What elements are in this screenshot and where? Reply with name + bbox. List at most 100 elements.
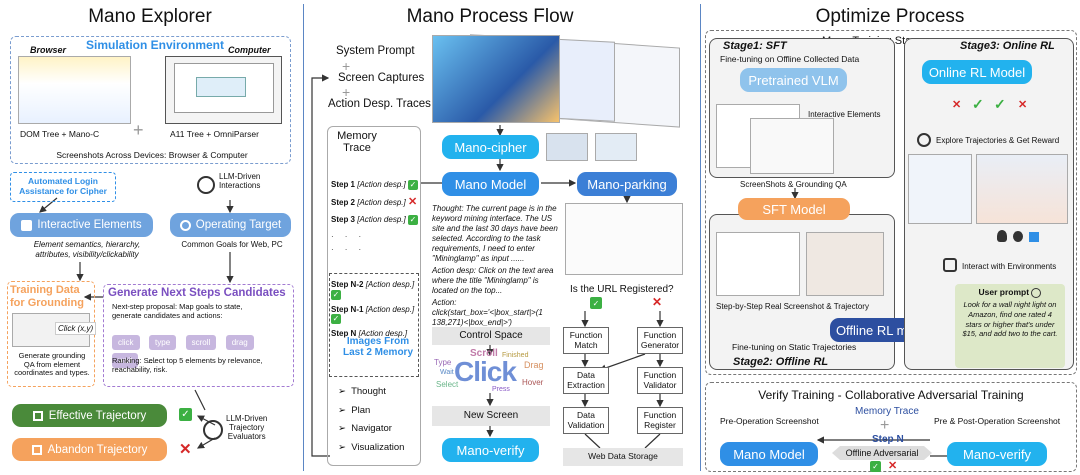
step-2-cross-icon: ✕ xyxy=(407,196,418,208)
offline-adversarial-arrow: Offline Adversarial xyxy=(832,446,932,460)
action-desp-text: Action desp: Click on the text area wher… xyxy=(432,266,554,295)
cloud-type: Type xyxy=(434,358,452,367)
step-3-action: [Action desp.] xyxy=(357,215,406,225)
interactive-elements-label: Interactive Elements xyxy=(37,219,142,231)
abandon-cross-icon: ✕ xyxy=(179,441,192,458)
stage1-title: Stage1: SFT xyxy=(723,40,787,52)
thought-text: Thought: The current page is in the keyw… xyxy=(432,204,558,263)
step-1-action: [Action desp.] xyxy=(357,180,406,190)
rl-check-icon-1: ✓ xyxy=(972,96,984,112)
operating-target-label: Operating Target xyxy=(195,219,282,231)
verify-mano-verify-pill: Mano-verify xyxy=(947,442,1047,466)
static-trajectories-label: Fine-tuning on Static Trajectories xyxy=(732,342,857,352)
verify-training-box xyxy=(705,382,1077,472)
verify-mano-model-pill: Mano Model xyxy=(720,442,818,466)
grounding-desc: Generate grounding QA from element coord… xyxy=(14,351,90,378)
chip-scroll: scroll xyxy=(185,335,217,350)
dom-tree-label: DOM Tree + Mano-C xyxy=(20,129,100,139)
mano-cipher-pill: Mano-cipher xyxy=(442,135,539,159)
stage2-screenshot-b xyxy=(806,232,884,296)
stage3-title: Stage3: Online RL xyxy=(960,40,1055,52)
browser-screenshot xyxy=(18,56,131,124)
new-screen-box: New Screen xyxy=(432,406,550,426)
control-space-box: Control Space xyxy=(432,327,550,345)
memory-trace-title: Memory Trace xyxy=(337,130,377,154)
input-action-traces: Action Desp. Traces xyxy=(328,98,431,110)
url-question: Is the URL Registered? xyxy=(570,284,674,295)
user-icon xyxy=(1031,287,1042,298)
next-steps-title: Generate Next Steps Candidates xyxy=(108,287,286,299)
mano-verify-pill: Mano-verify xyxy=(442,438,539,462)
list-navigator: Navigator xyxy=(351,423,392,434)
stage1-subtitle: Fine-tuning on Offline Collected Data xyxy=(720,54,860,64)
apple-icon xyxy=(1013,231,1023,242)
computer-label: Computer xyxy=(228,45,271,55)
verify-check-icon: ✓ xyxy=(870,461,881,472)
stage2-screenshot-a xyxy=(716,232,800,296)
abandon-label: Abandon Trajectory xyxy=(47,443,148,456)
url-no-cross-icon: ✕ xyxy=(652,295,663,309)
memory-steps-bottom: Step N-2 [Action desp.] ✓ Step N-1 [Acti… xyxy=(331,280,419,339)
divider-left xyxy=(303,4,304,471)
step-n1-check-icon: ✓ xyxy=(331,314,341,325)
verify-training-title: Verify Training - Collaborative Adversar… xyxy=(758,388,1024,402)
interactive-desc: Element semantics, hierarchy, attributes… xyxy=(33,240,141,260)
memory-trace-box xyxy=(327,126,421,466)
verify-cross-icon: ✕ xyxy=(888,460,898,472)
rl-check-icon-2: ✓ xyxy=(994,96,1006,112)
user-prompt-text: Look for a wall night light on Amazon, f… xyxy=(962,300,1058,339)
action-chips: click type scroll drag wait ... xyxy=(112,332,292,368)
sft-model-pill: SFT Model xyxy=(738,198,850,220)
process-title: Mano Process Flow xyxy=(406,6,574,27)
step-2-action: [Action desp.] xyxy=(357,198,406,207)
plus-icon-2: + xyxy=(342,84,351,100)
cloud-click: Click xyxy=(454,356,517,387)
element-grid-icon xyxy=(21,219,33,231)
real-trajectory-label: Step-by-Step Real Screenshot & Trajector… xyxy=(716,302,869,311)
list-icon xyxy=(32,410,43,421)
grounding-qa-label: ScreenShots & Grounding QA xyxy=(740,180,847,189)
step-n2-label: Step N-2 xyxy=(331,280,364,289)
post-op-screenshot-label: Pre & Post-Operation Screenshot xyxy=(934,416,1061,426)
list-thought: Thought xyxy=(351,386,386,397)
cloud-finished: Finished xyxy=(502,352,529,359)
evaluators-label: LLM-Driven Trajectory Evaluators xyxy=(226,414,268,442)
function-validator-box: Function Validator xyxy=(637,367,683,394)
step-n1-action: [Action desp.] xyxy=(365,304,415,314)
memory-trace-label: Memory Trace xyxy=(855,406,919,417)
explorer-title: Mano Explorer xyxy=(88,6,212,27)
step-3-check-icon: ✓ xyxy=(407,215,418,226)
stage1-screenshot-b xyxy=(750,118,834,174)
stage2-title: Stage2: Offline RL xyxy=(733,356,829,368)
process-output-list: ➢ Thought ➢ Plan ➢ Navigator ➢ Visualiza… xyxy=(338,386,405,453)
chip-drag: drag xyxy=(225,335,254,350)
mano-model-pill: Mano Model xyxy=(442,172,539,196)
step-3-label: Step 3 xyxy=(331,215,356,225)
operating-target-pill: Operating Target xyxy=(170,213,291,237)
memory-steps-top: Step 1 [Action desp.] ✓ Step 2 [Action d… xyxy=(331,180,418,254)
cloud-wait: Wait xyxy=(440,369,454,376)
stage3-screenshot-b xyxy=(976,154,1068,224)
interact-env-label: Interact with Environments xyxy=(962,262,1057,271)
user-prompt-card: User prompt Look for a wall night light … xyxy=(955,284,1065,368)
stage3-screenshot-a xyxy=(908,154,972,224)
effective-check-icon: ✓ xyxy=(179,408,192,421)
thought-block: Thought: The current page is in the keyw… xyxy=(432,204,560,328)
cloud-hover: Hover xyxy=(522,378,544,387)
environment-icon xyxy=(943,258,957,272)
pre-op-screenshot-label: Pre-Operation Screenshot xyxy=(720,416,819,426)
step-1-label: Step 1 xyxy=(331,180,356,190)
abandon-trajectory-pill: Abandon Trajectory xyxy=(12,438,167,461)
data-extraction-box: Data Extraction xyxy=(563,367,609,394)
list-plan: Plan xyxy=(351,404,371,416)
simulation-environment-box xyxy=(10,36,291,164)
pretrained-vlm-pill: Pretrained VLM xyxy=(740,68,847,92)
training-data-title: Training Data for Grounding xyxy=(10,284,84,309)
sim-env-label: Simulation Environment xyxy=(85,38,224,52)
url-yes-check-icon: ✓ xyxy=(590,297,602,309)
cloud-scroll: Scroll xyxy=(470,348,498,359)
a11-tree-label: A11 Tree + OmniParser xyxy=(170,129,259,139)
auto-login-box: Automated Login Assistance for Cipher xyxy=(10,172,116,202)
cipher-screenshot-1 xyxy=(546,133,588,161)
operating-desc: Common Goals for Web, PC xyxy=(181,240,283,249)
